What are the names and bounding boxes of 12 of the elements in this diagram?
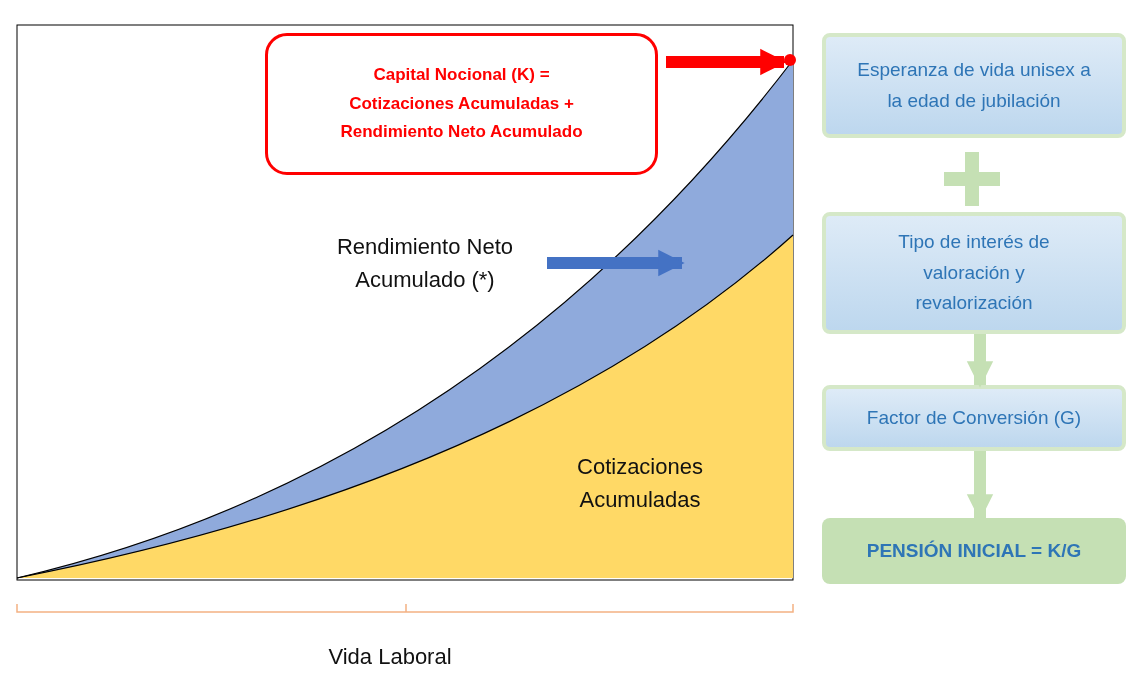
axis-label: Vida Laboral [327, 643, 453, 671]
block-arrow [666, 48, 787, 76]
cotizaciones-label: Cotizaciones Acumuladas [576, 453, 704, 514]
process-box: Esperanza de vida unisex a la edad de jubilación [822, 33, 1126, 138]
result-box: PENSIÓN INICIAL = K/G [822, 518, 1126, 584]
formula-box: Capital Nocional (K) = Cotizaciones Acumuladas + Rendimiento Neto Acumulado [265, 33, 658, 175]
process-box: Factor de Conversión (G) [822, 385, 1126, 451]
process-box: Tipo de interés de valoración y revalorización [822, 212, 1126, 334]
annotation-text: Rendimiento Neto Acumulado (*) [335, 233, 515, 294]
block-arrow [547, 249, 685, 277]
block-arrow [966, 334, 994, 388]
block-arrow [966, 451, 994, 521]
